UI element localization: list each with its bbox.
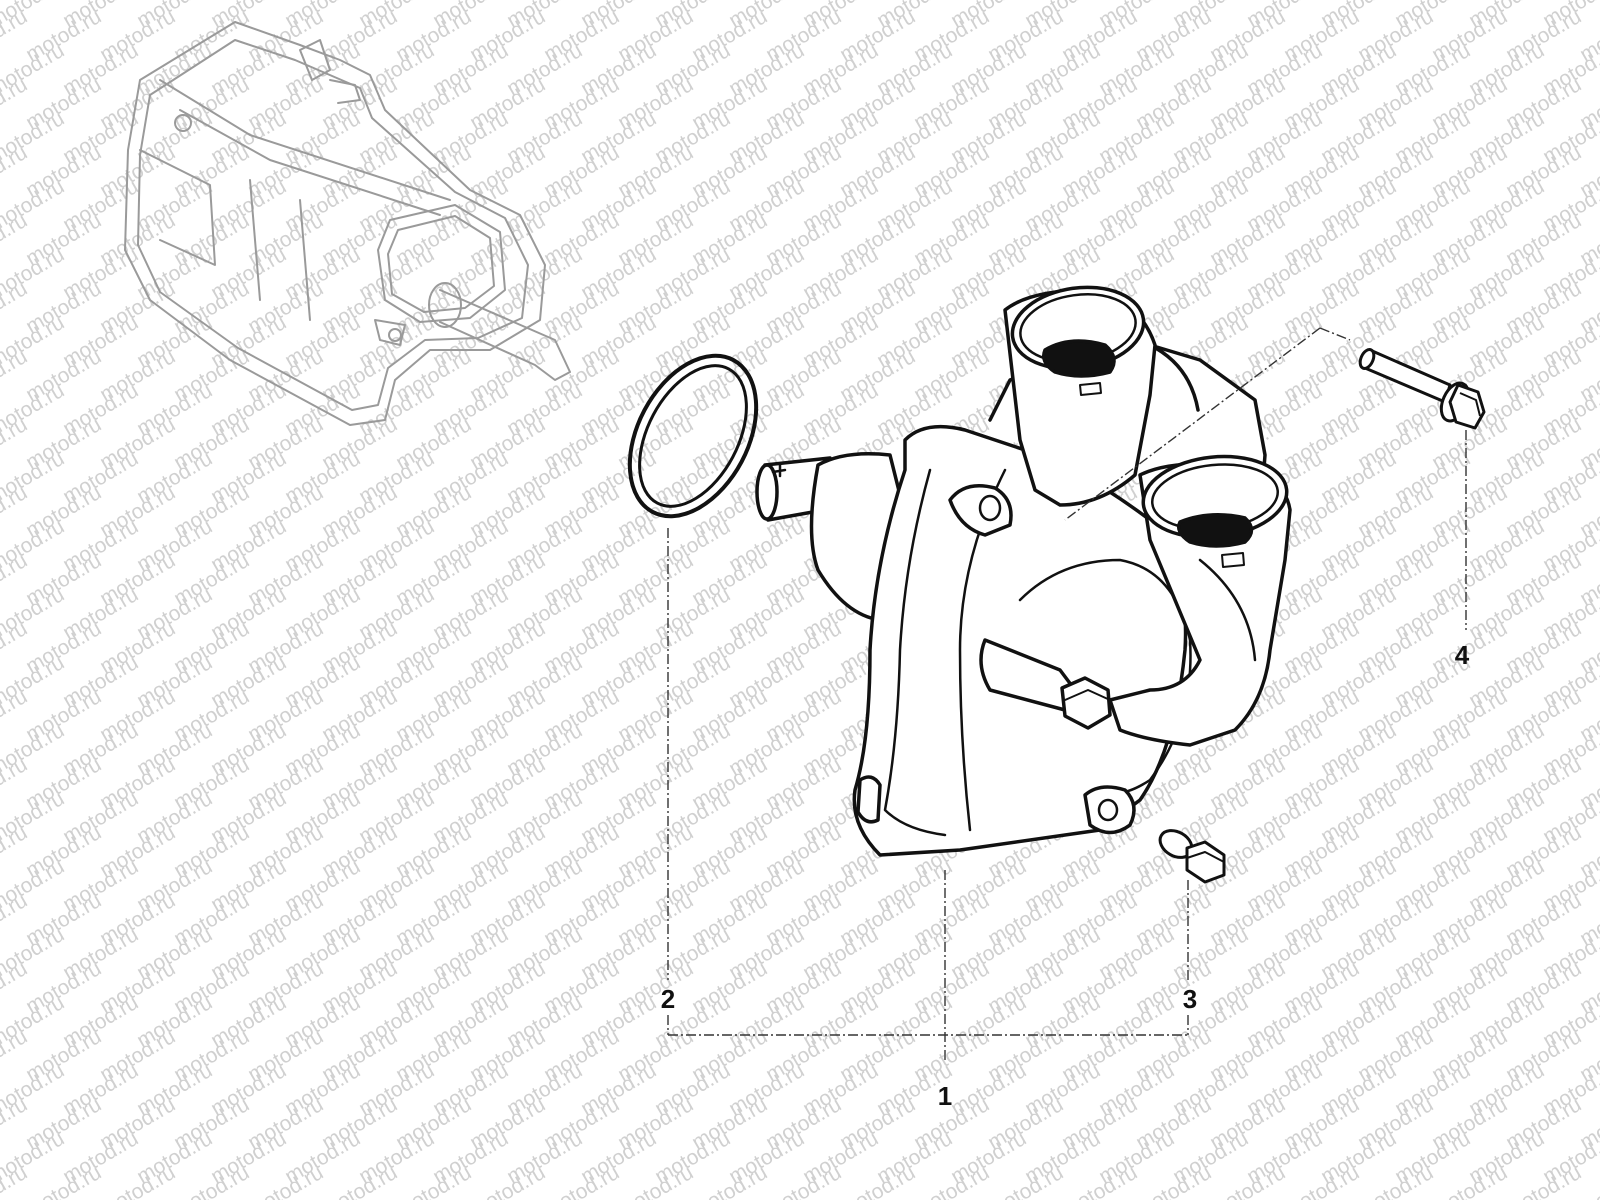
- callout-4-label: 4: [1455, 640, 1470, 670]
- callout-3-label: 3: [1183, 984, 1197, 1014]
- leader-line-4-top: [1319, 327, 1351, 341]
- callout-1-label: 1: [938, 1081, 952, 1111]
- callout-2-label: 2: [661, 984, 675, 1014]
